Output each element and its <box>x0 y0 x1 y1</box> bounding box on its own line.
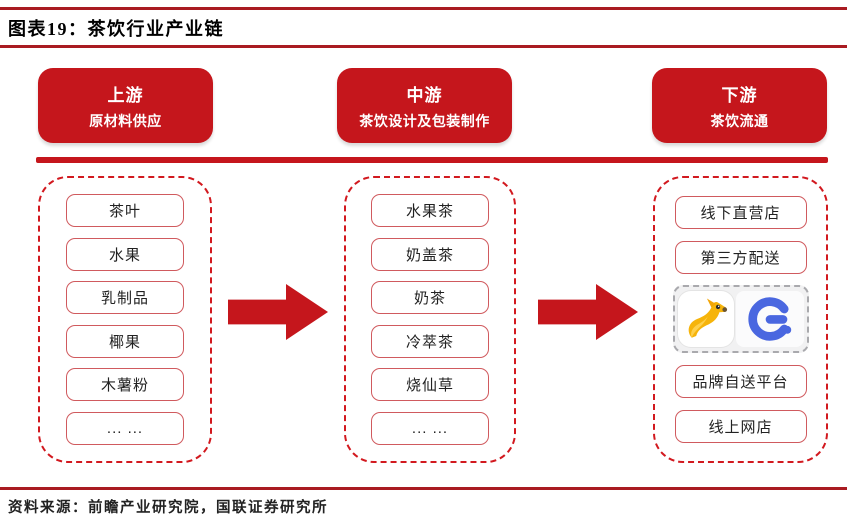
downstream-desc-label: 茶饮流通 <box>710 112 769 129</box>
downstream-item: 品牌自送平台 <box>674 365 807 399</box>
flow-arrow-midstream-to-downstream <box>538 284 638 340</box>
page-title: 图表19：茶饮行业产业链 <box>8 19 224 39</box>
upstream-item: 木薯粉 <box>66 368 184 402</box>
downstream-item: 线下直营店 <box>674 195 807 229</box>
upstream-item: 椰果 <box>66 324 184 358</box>
midstream-item: 奶盖茶 <box>371 237 489 271</box>
midstream-stage-label: 中游 <box>406 85 443 105</box>
upstream-item: 乳制品 <box>66 281 184 315</box>
section-divider-rule <box>36 157 828 163</box>
footer-rule <box>0 487 847 490</box>
delivery-platform-logos <box>672 285 809 354</box>
eleme-e-icon <box>747 297 791 342</box>
upstream-items-container: 茶叶 水果 乳制品 椰果 木薯粉 ... ... <box>38 176 212 463</box>
kangaroo-icon <box>688 298 727 339</box>
upstream-header: 上游 原材料供应 <box>38 68 213 143</box>
downstream-item: 第三方配送 <box>674 240 807 274</box>
source-note: 资料来源：前瞻产业研究院，国联证券研究所 <box>8 500 328 516</box>
midstream-header: 中游 茶饮设计及包装制作 <box>337 68 512 143</box>
midstream-item: 奶茶 <box>371 281 489 315</box>
top-rule <box>0 7 847 10</box>
midstream-item: 水果茶 <box>371 194 489 228</box>
title-underline-rule <box>0 45 847 48</box>
upstream-stage-label: 上游 <box>107 85 144 105</box>
upstream-item: 水果 <box>66 237 184 271</box>
downstream-header: 下游 茶饮流通 <box>652 68 827 143</box>
downstream-item: 线上网店 <box>674 410 807 444</box>
downstream-stage-label: 下游 <box>721 85 758 105</box>
downstream-items-container: 线下直营店 第三方配送 品牌自送平 <box>653 176 828 463</box>
upstream-item-ellipsis: ... ... <box>66 411 184 445</box>
midstream-items-container: 水果茶 奶盖茶 奶茶 冷萃茶 烧仙草 ... ... <box>344 176 516 463</box>
upstream-desc-label: 原材料供应 <box>89 112 162 129</box>
meituan-kangaroo-logo <box>677 291 734 348</box>
midstream-desc-label: 茶饮设计及包装制作 <box>359 112 490 129</box>
upstream-item: 茶叶 <box>66 194 184 228</box>
midstream-item-ellipsis: ... ... <box>371 411 489 445</box>
eleme-logo <box>735 291 804 348</box>
midstream-item: 冷萃茶 <box>371 324 489 358</box>
flow-arrow-upstream-to-midstream <box>228 284 328 340</box>
midstream-item: 烧仙草 <box>371 368 489 402</box>
